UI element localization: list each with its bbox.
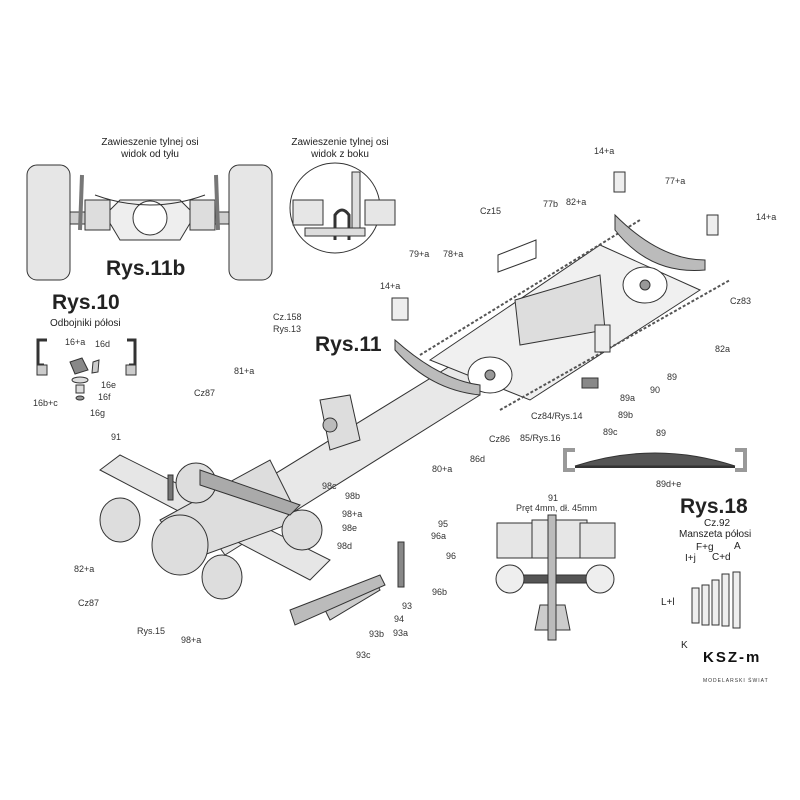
label-89c: 89c bbox=[603, 427, 618, 437]
label-cz87-top: Cz87 bbox=[194, 388, 216, 398]
rys10-title: Rys.10 bbox=[52, 291, 120, 314]
label-82a-top: 82+a bbox=[566, 197, 587, 207]
label-93b: 93b bbox=[369, 629, 385, 639]
label-89b: 89b bbox=[618, 410, 634, 420]
label-16bc: 16b+c bbox=[33, 398, 58, 408]
label-Fg: F+g bbox=[696, 542, 714, 553]
label-cz84: Cz84/Rys.14 bbox=[531, 411, 583, 421]
label-77b: 77b bbox=[543, 199, 559, 209]
label-spring-89: 89 bbox=[656, 428, 667, 438]
label-82a: 82a bbox=[715, 344, 731, 354]
leaf-spring-drawing bbox=[563, 448, 747, 472]
rys11b-title: Rys.11b bbox=[106, 257, 186, 280]
label-98d: 98d bbox=[337, 541, 353, 551]
label-16f: 16f bbox=[98, 392, 111, 402]
label-cz86: Cz86 bbox=[489, 434, 511, 444]
label-rys15: Rys.15 bbox=[137, 626, 166, 636]
rys18-drawing bbox=[691, 571, 741, 629]
rys10-drawing bbox=[36, 338, 137, 401]
label-96a: 96a bbox=[431, 531, 447, 541]
label-89de: 89d+e bbox=[656, 479, 682, 489]
rys18-title: Rys.18 bbox=[680, 495, 748, 518]
rod-label: 91 bbox=[548, 493, 559, 503]
label-cz158: Cz.158 bbox=[273, 312, 302, 322]
rys11-drawing bbox=[99, 171, 731, 626]
label-rys13: Rys.13 bbox=[273, 324, 302, 334]
label-cz87-bottom: Cz87 bbox=[78, 598, 100, 608]
label-77a: 77+a bbox=[665, 176, 686, 186]
label-82a-left: 82+a bbox=[74, 564, 95, 574]
label-16g: 16g bbox=[90, 408, 106, 418]
side-view-drawing bbox=[289, 162, 396, 254]
label-94: 94 bbox=[394, 614, 405, 624]
label-16e: 16e bbox=[101, 380, 117, 390]
label-Ij: I+j bbox=[685, 553, 696, 564]
rear-view-caption-2: widok od tyłu bbox=[121, 149, 179, 160]
label-A: A bbox=[734, 541, 741, 552]
label-96b: 96b bbox=[432, 587, 448, 597]
rys11-title: Rys.11 bbox=[315, 333, 382, 356]
label-96: 96 bbox=[446, 551, 457, 561]
label-98c: 98c bbox=[322, 481, 337, 491]
label-89a: 89a bbox=[620, 393, 636, 403]
label-93: 93 bbox=[402, 601, 413, 611]
ksz-logo: KSZ-m bbox=[703, 649, 762, 666]
rys18-subtitle: Manszeta półosi bbox=[679, 529, 752, 540]
label-90: 90 bbox=[650, 385, 661, 395]
rys10-subtitle: Odbojniki półosi bbox=[50, 318, 121, 329]
label-14a-right: 14+a bbox=[756, 212, 777, 222]
ksz-logo-subtitle: MODELARSKI ŚWIAT bbox=[703, 678, 769, 684]
label-78a: 78+a bbox=[443, 249, 464, 259]
label-80a: 80+a bbox=[432, 464, 453, 474]
label-93a: 93a bbox=[393, 628, 409, 638]
label-14a-left: 14+a bbox=[380, 281, 401, 291]
label-98a-bottom: 98+a bbox=[181, 635, 202, 645]
label-85: 85/Rys.16 bbox=[520, 433, 561, 443]
rear-view-drawing bbox=[26, 164, 273, 281]
label-98b: 98b bbox=[345, 491, 361, 501]
label-91: 91 bbox=[111, 432, 122, 442]
label-Ll: L+l bbox=[661, 597, 675, 608]
label-14a-top: 14+a bbox=[594, 146, 615, 156]
label-98e: 98e bbox=[342, 523, 358, 533]
label-79a: 79+a bbox=[409, 249, 430, 259]
rod-drawing bbox=[495, 514, 616, 641]
side-view-caption-2: widok z boku bbox=[311, 149, 369, 160]
label-81a: 81+a bbox=[234, 366, 255, 376]
label-93c: 93c bbox=[356, 650, 371, 660]
label-cz83: Cz83 bbox=[730, 296, 752, 306]
label-K: K bbox=[681, 640, 688, 651]
right-wheel bbox=[228, 164, 273, 281]
label-95: 95 bbox=[438, 519, 449, 529]
label-98a: 98+a bbox=[342, 509, 363, 519]
left-wheel bbox=[26, 164, 71, 281]
label-Cd: C+d bbox=[712, 552, 731, 563]
side-view-caption-1: Zawieszenie tylnej osi bbox=[291, 137, 389, 148]
label-89: 89 bbox=[667, 372, 678, 382]
rys18-part: Cz.92 bbox=[704, 518, 731, 529]
label-16a: 16+a bbox=[65, 337, 86, 347]
label-86d: 86d bbox=[470, 454, 486, 464]
rod-caption: Pręt 4mm, dł. 45mm bbox=[516, 503, 598, 513]
label-16d: 16d bbox=[95, 339, 111, 349]
rear-view-caption-1: Zawieszenie tylnej osi bbox=[101, 137, 199, 148]
label-cz15: Cz15 bbox=[480, 206, 502, 216]
